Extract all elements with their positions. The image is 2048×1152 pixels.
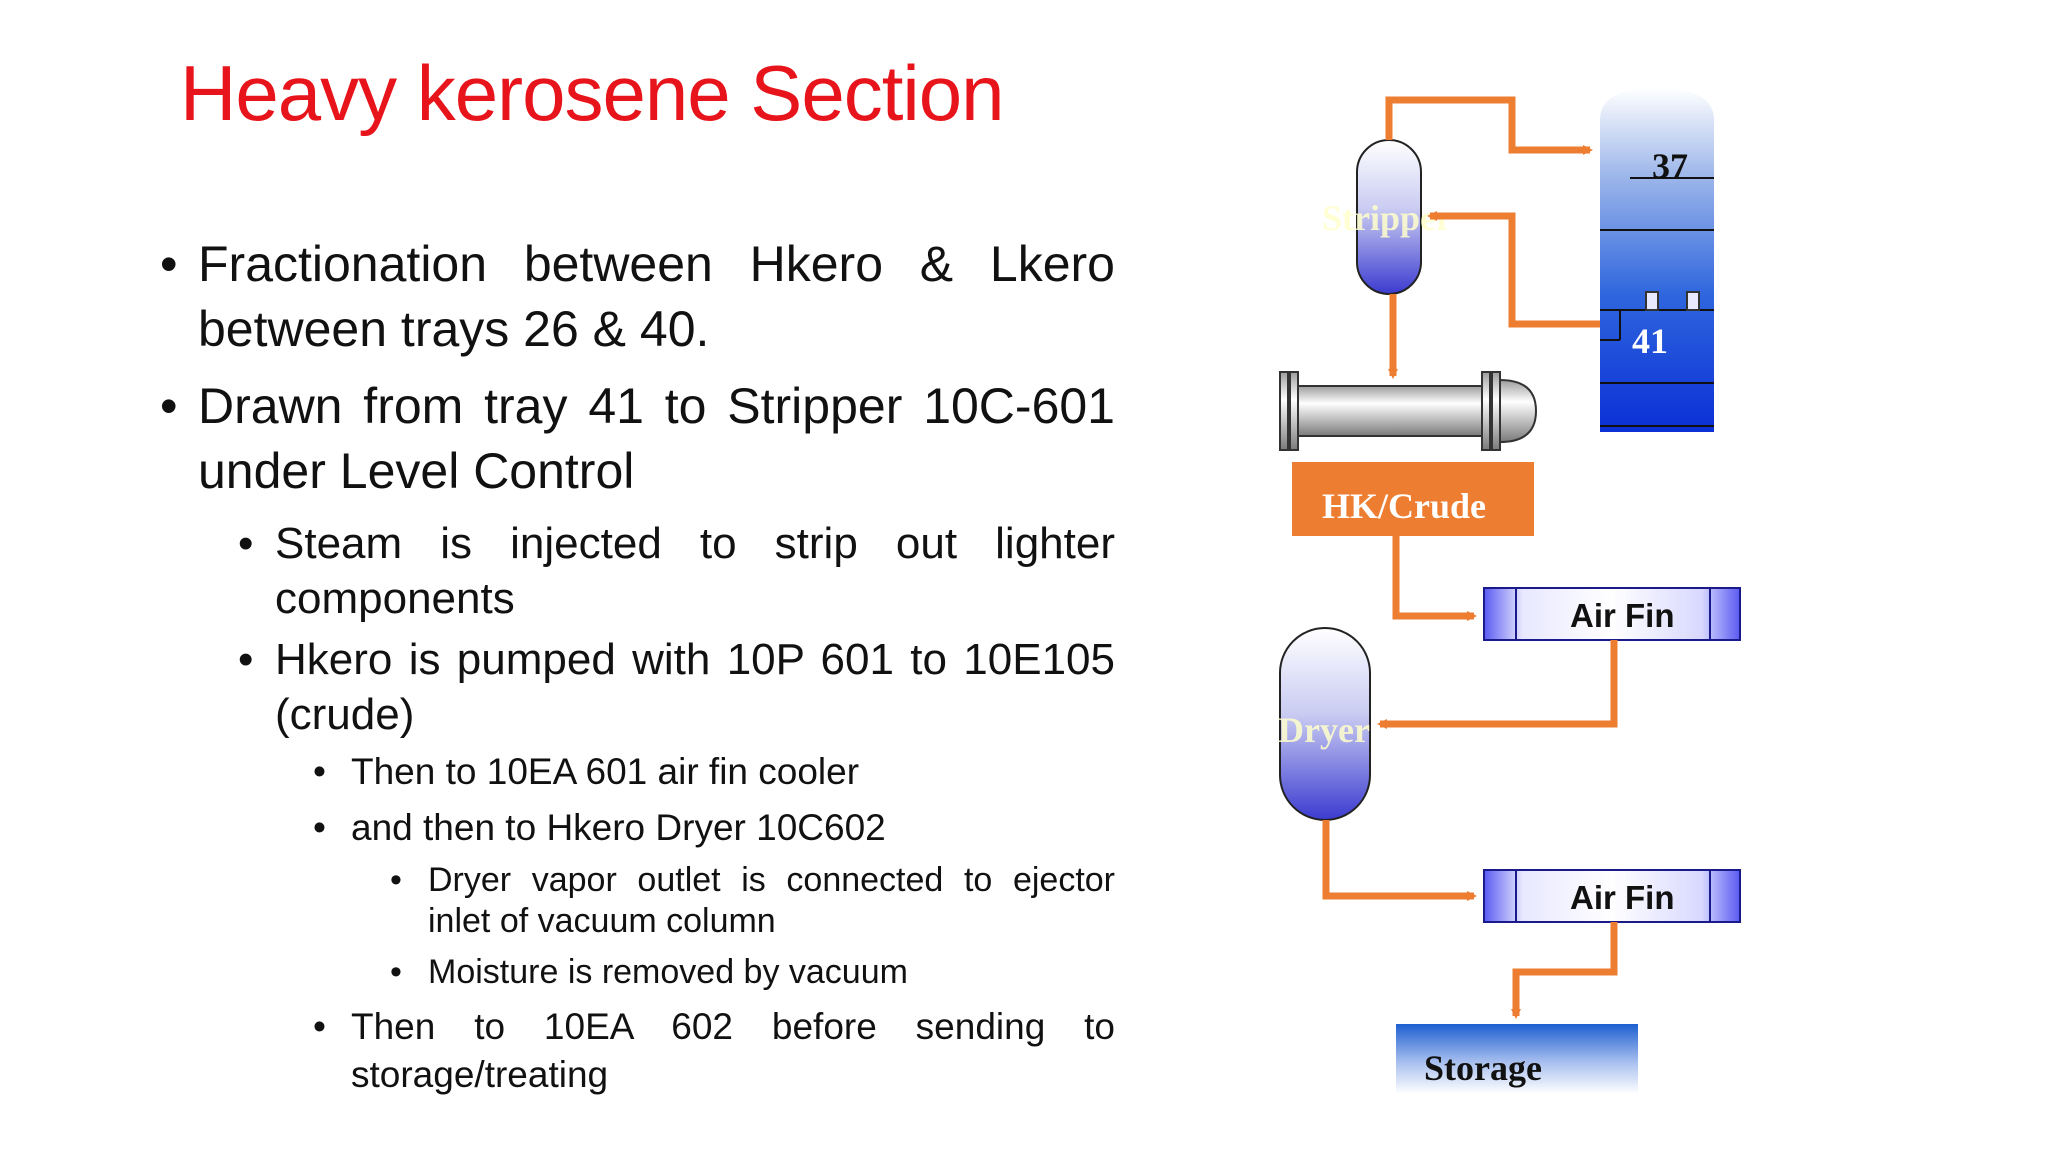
air-fin-cooler-2: Air Fin bbox=[1483, 869, 1741, 923]
bullet-item: • Hkero is pumped with 10P 601 to 10E105 … bbox=[160, 632, 1115, 742]
bullet-dot: • bbox=[390, 861, 402, 899]
slide-title: Heavy kerosene Section bbox=[180, 49, 1004, 137]
bullet-item: • Moisture is removed by vacuum bbox=[160, 952, 1115, 993]
tray-37-label: 37 bbox=[1652, 146, 1688, 186]
stripper-vessel: Stripper bbox=[1322, 139, 1452, 295]
tray-41-label: 41 bbox=[1632, 321, 1668, 361]
bullet-text: Drawn from tray 41 to Stripper 10C-601 u… bbox=[198, 378, 1115, 499]
hk-crude-label: HK/Crude bbox=[1322, 486, 1486, 526]
dryer-label: Dryer bbox=[1278, 710, 1370, 750]
bullet-dot: • bbox=[160, 378, 178, 434]
bullet-text: Fractionation between Hkero & Lkero betw… bbox=[198, 236, 1115, 357]
pipe-to-storage bbox=[1511, 922, 1618, 1019]
bullet-item: • Then to 10EA 601 air fin cooler bbox=[160, 748, 1115, 796]
pipe-to-airfin1 bbox=[1392, 536, 1477, 621]
bullet-item: • Drawn from tray 41 to Stripper 10C-601 … bbox=[160, 374, 1115, 504]
pipe-dryer-to-airfin2 bbox=[1322, 820, 1477, 901]
bullet-dot: • bbox=[238, 519, 254, 568]
heat-exchanger bbox=[1279, 371, 1538, 451]
distillation-column: 37 41 bbox=[1600, 88, 1714, 432]
bullet-text: Dryer vapor outlet is connected to eject… bbox=[428, 861, 1115, 940]
bullet-text: Steam is injected to strip out lighter c… bbox=[275, 519, 1115, 623]
bullet-text: Then to 10EA 602 before sending to stora… bbox=[351, 1006, 1115, 1095]
bullet-dot: • bbox=[313, 1006, 326, 1047]
storage-tank: Storage bbox=[1396, 1024, 1638, 1094]
pipe-airfin1-to-dryer bbox=[1377, 640, 1618, 729]
bullet-item: • Steam is injected to strip out lighter … bbox=[160, 516, 1115, 626]
bullet-text: Then to 10EA 601 air fin cooler bbox=[351, 751, 860, 792]
bullet-list: • Fractionation between Hkero & Lkero bet… bbox=[160, 232, 1115, 1107]
bullet-dot: • bbox=[313, 751, 326, 792]
air-fin-2-label: Air Fin bbox=[1570, 879, 1675, 916]
bullet-dot: • bbox=[390, 953, 402, 991]
pipe-stripper-vapor bbox=[1385, 96, 1593, 155]
bullet-dot: • bbox=[160, 236, 178, 292]
pipe-tray41-draw bbox=[1427, 211, 1600, 328]
process-pipes bbox=[1322, 96, 1618, 1019]
hk-crude-box: HK/Crude bbox=[1292, 462, 1534, 536]
dryer-vessel: Dryer bbox=[1278, 627, 1371, 821]
bullet-item: • and then to Hkero Dryer 10C602 bbox=[160, 804, 1115, 852]
bullet-dot: • bbox=[313, 807, 326, 848]
bullet-dot: • bbox=[238, 635, 254, 684]
bullet-text: and then to Hkero Dryer 10C602 bbox=[351, 807, 886, 848]
bullet-item: • Fractionation between Hkero & Lkero bet… bbox=[160, 232, 1115, 362]
bullet-item: • Then to 10EA 602 before sending to stor… bbox=[160, 1003, 1115, 1099]
air-fin-cooler-1: Air Fin bbox=[1483, 587, 1741, 641]
bullet-text: Moisture is removed by vacuum bbox=[428, 953, 908, 991]
bullet-item: • Dryer vapor outlet is connected to ejec… bbox=[160, 860, 1115, 942]
storage-label: Storage bbox=[1424, 1048, 1542, 1088]
bullet-text: Hkero is pumped with 10P 601 to 10E105 (… bbox=[275, 635, 1115, 739]
air-fin-1-label: Air Fin bbox=[1570, 597, 1675, 634]
